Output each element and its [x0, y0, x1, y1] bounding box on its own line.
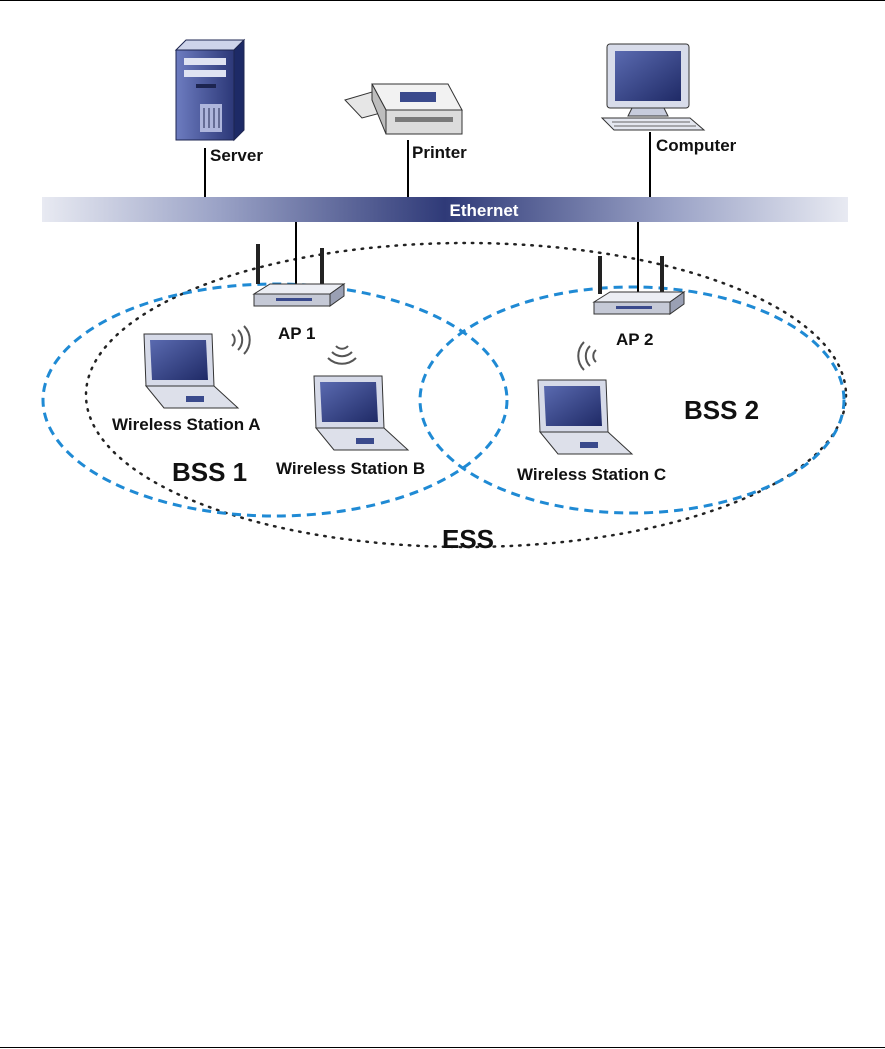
ap2-label: AP 2: [616, 330, 654, 349]
bss2-label: BSS 2: [684, 395, 759, 425]
bss1-boundary: [43, 284, 507, 516]
ess-label: ESS: [442, 524, 494, 554]
server-icon: [176, 40, 244, 140]
signal-icon-a: [232, 326, 250, 354]
station-b-label: Wireless Station B: [276, 459, 425, 478]
station-c-label: Wireless Station C: [517, 465, 666, 484]
laptop-c-icon: [538, 380, 632, 454]
ap1-label: AP 1: [278, 324, 316, 343]
server-label: Server: [210, 146, 263, 165]
printer-label: Printer: [412, 143, 467, 162]
laptop-a-icon: [144, 334, 238, 408]
computer-label: Computer: [656, 136, 737, 155]
laptop-b-icon: [314, 376, 408, 450]
printer-icon: [345, 84, 462, 134]
ethernet-label: Ethernet: [450, 201, 519, 220]
bss1-label: BSS 1: [172, 457, 247, 487]
signal-icon-c: [578, 342, 596, 370]
bottom-rule: [0, 1047, 885, 1048]
signal-icon-b: [328, 346, 356, 364]
station-a-label: Wireless Station A: [112, 415, 260, 434]
ethernet-bus: Ethernet: [42, 197, 848, 222]
computer-icon: [602, 44, 704, 130]
